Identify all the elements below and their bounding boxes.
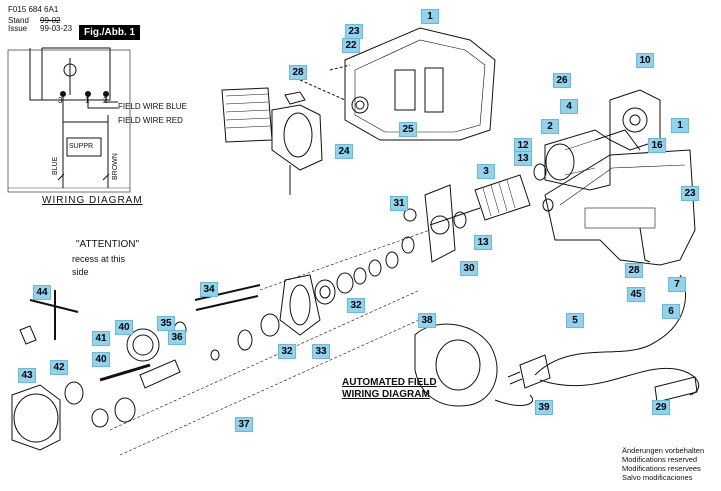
attention-line-1: recess at this (72, 254, 126, 264)
assembly-lines (109, 229, 431, 456)
footer-line-3: Modifications reservees (622, 464, 701, 473)
callout-24: 24 (335, 144, 353, 159)
callout-29: 29 (652, 400, 670, 415)
callout-3: 3 (477, 164, 495, 179)
callout-6: 6 (662, 304, 680, 319)
callout-25: 25 (399, 122, 417, 137)
gear-train (173, 236, 415, 361)
footer-note: Änderungen vorbehalten Modifications res… (622, 446, 704, 482)
footer-line-4: Salvo modificaciones (622, 473, 693, 482)
callout-13: 13 (514, 151, 532, 166)
wiring-diagram-drawing (7, 47, 131, 193)
chuck (11, 381, 84, 451)
callout-31: 31 (390, 196, 408, 211)
callout-7: 7 (668, 277, 686, 292)
doc-number: F015 684 6A1 (8, 5, 59, 14)
callout-38: 38 (418, 313, 436, 328)
motor-stator (544, 129, 641, 191)
suppressor-label: SUPPR (69, 143, 94, 150)
callout-28: 28 (289, 65, 307, 80)
callout-10: 10 (636, 53, 654, 68)
wiring-diagram-title: WIRING DIAGRAM (42, 195, 143, 206)
callout-1: 1 (421, 9, 439, 24)
callout-32b: 32 (278, 344, 296, 359)
footer-line-2: Modifications reserved (622, 455, 698, 464)
armature (429, 163, 554, 229)
field-wire-blue-label: FIELD WIRE BLUE (118, 102, 187, 111)
callout-43: 43 (18, 368, 36, 383)
lead-brown-label: BROWN (112, 153, 119, 180)
terminal-label-3: 3 (58, 96, 63, 105)
drive-gears (91, 328, 181, 428)
callout-32: 32 (347, 298, 365, 313)
power-cord (507, 274, 700, 403)
callout-16: 16 (648, 138, 666, 153)
callout-40b: 40 (92, 352, 110, 367)
callout-1b: 1 (671, 118, 689, 133)
field-coil (414, 323, 533, 407)
callout-39: 39 (535, 400, 553, 415)
stand-label: Stand (8, 16, 29, 25)
callout-40: 40 (115, 320, 133, 335)
figure-label: Fig./Abb. 1 (79, 25, 141, 40)
callout-23b: 23 (681, 186, 699, 201)
old-date: 99-02 (40, 16, 61, 25)
callout-34: 34 (200, 282, 218, 297)
callout-41: 41 (92, 331, 110, 346)
terminal-label-1: 1 (85, 96, 90, 105)
chuck-key (19, 290, 79, 345)
attention-line-2: side (72, 267, 89, 277)
callout-35: 35 (157, 316, 175, 331)
callout-5: 5 (566, 313, 584, 328)
automated-field-line-1: AUTOMATED FIELD (342, 377, 437, 388)
lead-blue-label: BLUE (52, 156, 59, 175)
footer-line-1: Änderungen vorbehalten (622, 446, 705, 455)
callout-45: 45 (627, 287, 645, 302)
side-handle (221, 87, 323, 195)
callout-33: 33 (312, 344, 330, 359)
callout-26: 26 (553, 73, 571, 88)
callout-36: 36 (168, 330, 186, 345)
callout-44: 44 (33, 285, 51, 300)
terminal-label-2: 2 (103, 96, 108, 105)
housing-half-top (299, 27, 496, 141)
field-wire-red-label: FIELD WIRE RED (118, 116, 183, 125)
callout-30: 30 (460, 261, 478, 276)
callout-23: 23 (345, 24, 363, 39)
issue-label: Issue (8, 24, 28, 33)
callout-42: 42 (50, 360, 68, 375)
callout-4: 4 (560, 99, 578, 114)
issue-date: 99-03-23 (40, 24, 73, 33)
automated-field-line-2: WIRING DIAGRAM (342, 389, 430, 400)
callout-22: 22 (342, 38, 360, 53)
attention-title: "ATTENTION" (76, 239, 140, 250)
callout-37: 37 (235, 417, 253, 432)
gear-housing (403, 184, 456, 263)
callout-13b: 13 (474, 235, 492, 250)
callout-2: 2 (541, 119, 559, 134)
callout-28b: 28 (625, 263, 643, 278)
